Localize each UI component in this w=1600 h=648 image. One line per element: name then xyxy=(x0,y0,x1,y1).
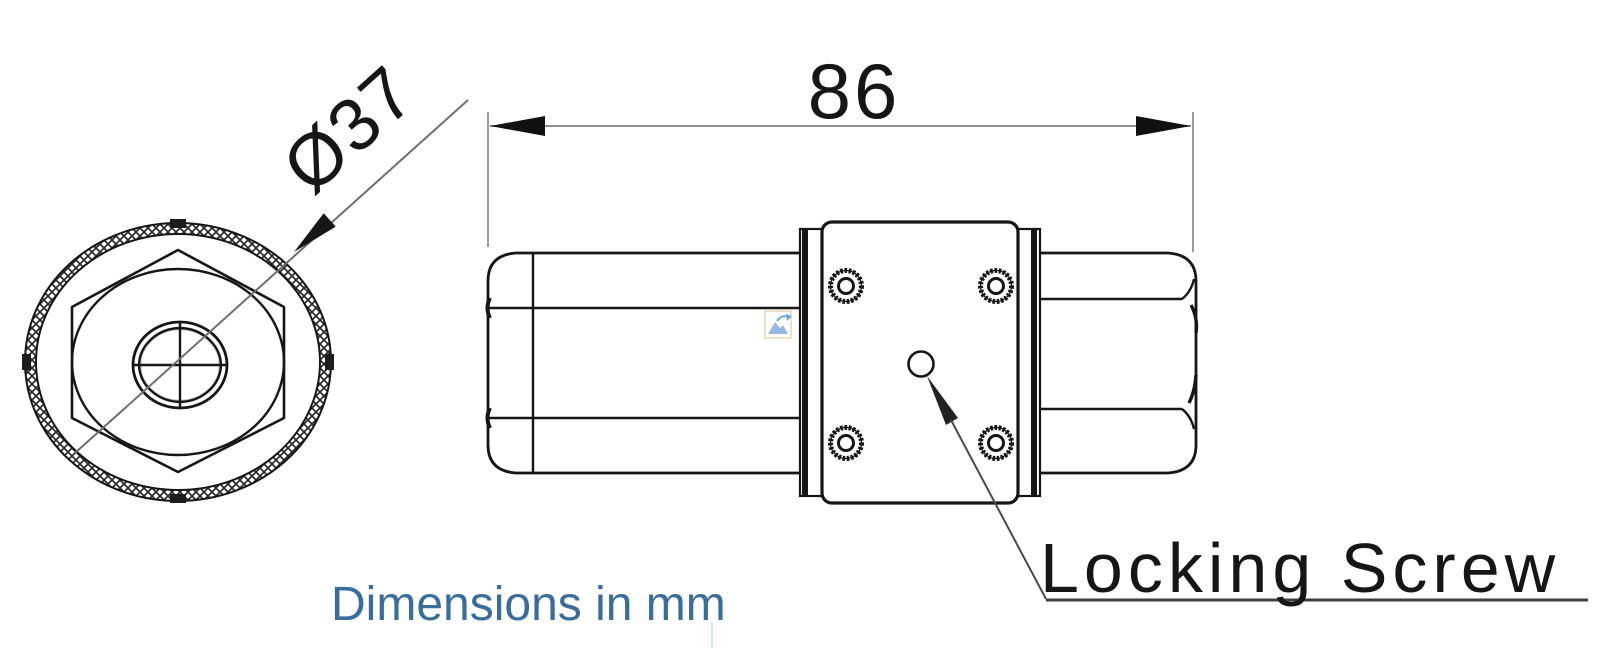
units-note: Dimensions in mm xyxy=(331,578,726,631)
locking-screw-hole xyxy=(907,350,935,378)
front-view: Ø37 xyxy=(22,49,469,503)
callout-leader xyxy=(950,419,1047,600)
screw-bottom-left xyxy=(828,425,864,461)
text-caret xyxy=(711,622,713,648)
left-sleeve xyxy=(485,251,800,475)
dim-arrow-left xyxy=(490,116,545,136)
screw-top-right xyxy=(978,268,1014,304)
cross-opening xyxy=(134,323,226,407)
socket-screws xyxy=(828,268,1014,461)
side-view: 86 xyxy=(485,47,1588,607)
screw-bottom-right xyxy=(978,425,1014,461)
diameter-leader-line xyxy=(74,99,469,454)
diameter-arrowhead xyxy=(294,213,336,252)
chamfer-circle xyxy=(70,267,286,457)
locking-screw-callout: Locking Screw xyxy=(927,376,1588,607)
ring-inner-edge xyxy=(35,233,321,491)
diameter-dimension: Ø37 xyxy=(267,49,431,208)
ring-cardinal-marks xyxy=(22,219,334,503)
length-dimension: 86 xyxy=(808,47,901,135)
callout-label: Locking Screw xyxy=(1040,529,1560,607)
dim-arrow-right xyxy=(1136,116,1191,136)
right-hex-nut xyxy=(1041,251,1199,475)
screw-top-left xyxy=(828,268,864,304)
callout-arrowhead xyxy=(927,376,958,425)
hex-flats xyxy=(70,248,286,474)
broken-image-icon xyxy=(764,310,792,339)
